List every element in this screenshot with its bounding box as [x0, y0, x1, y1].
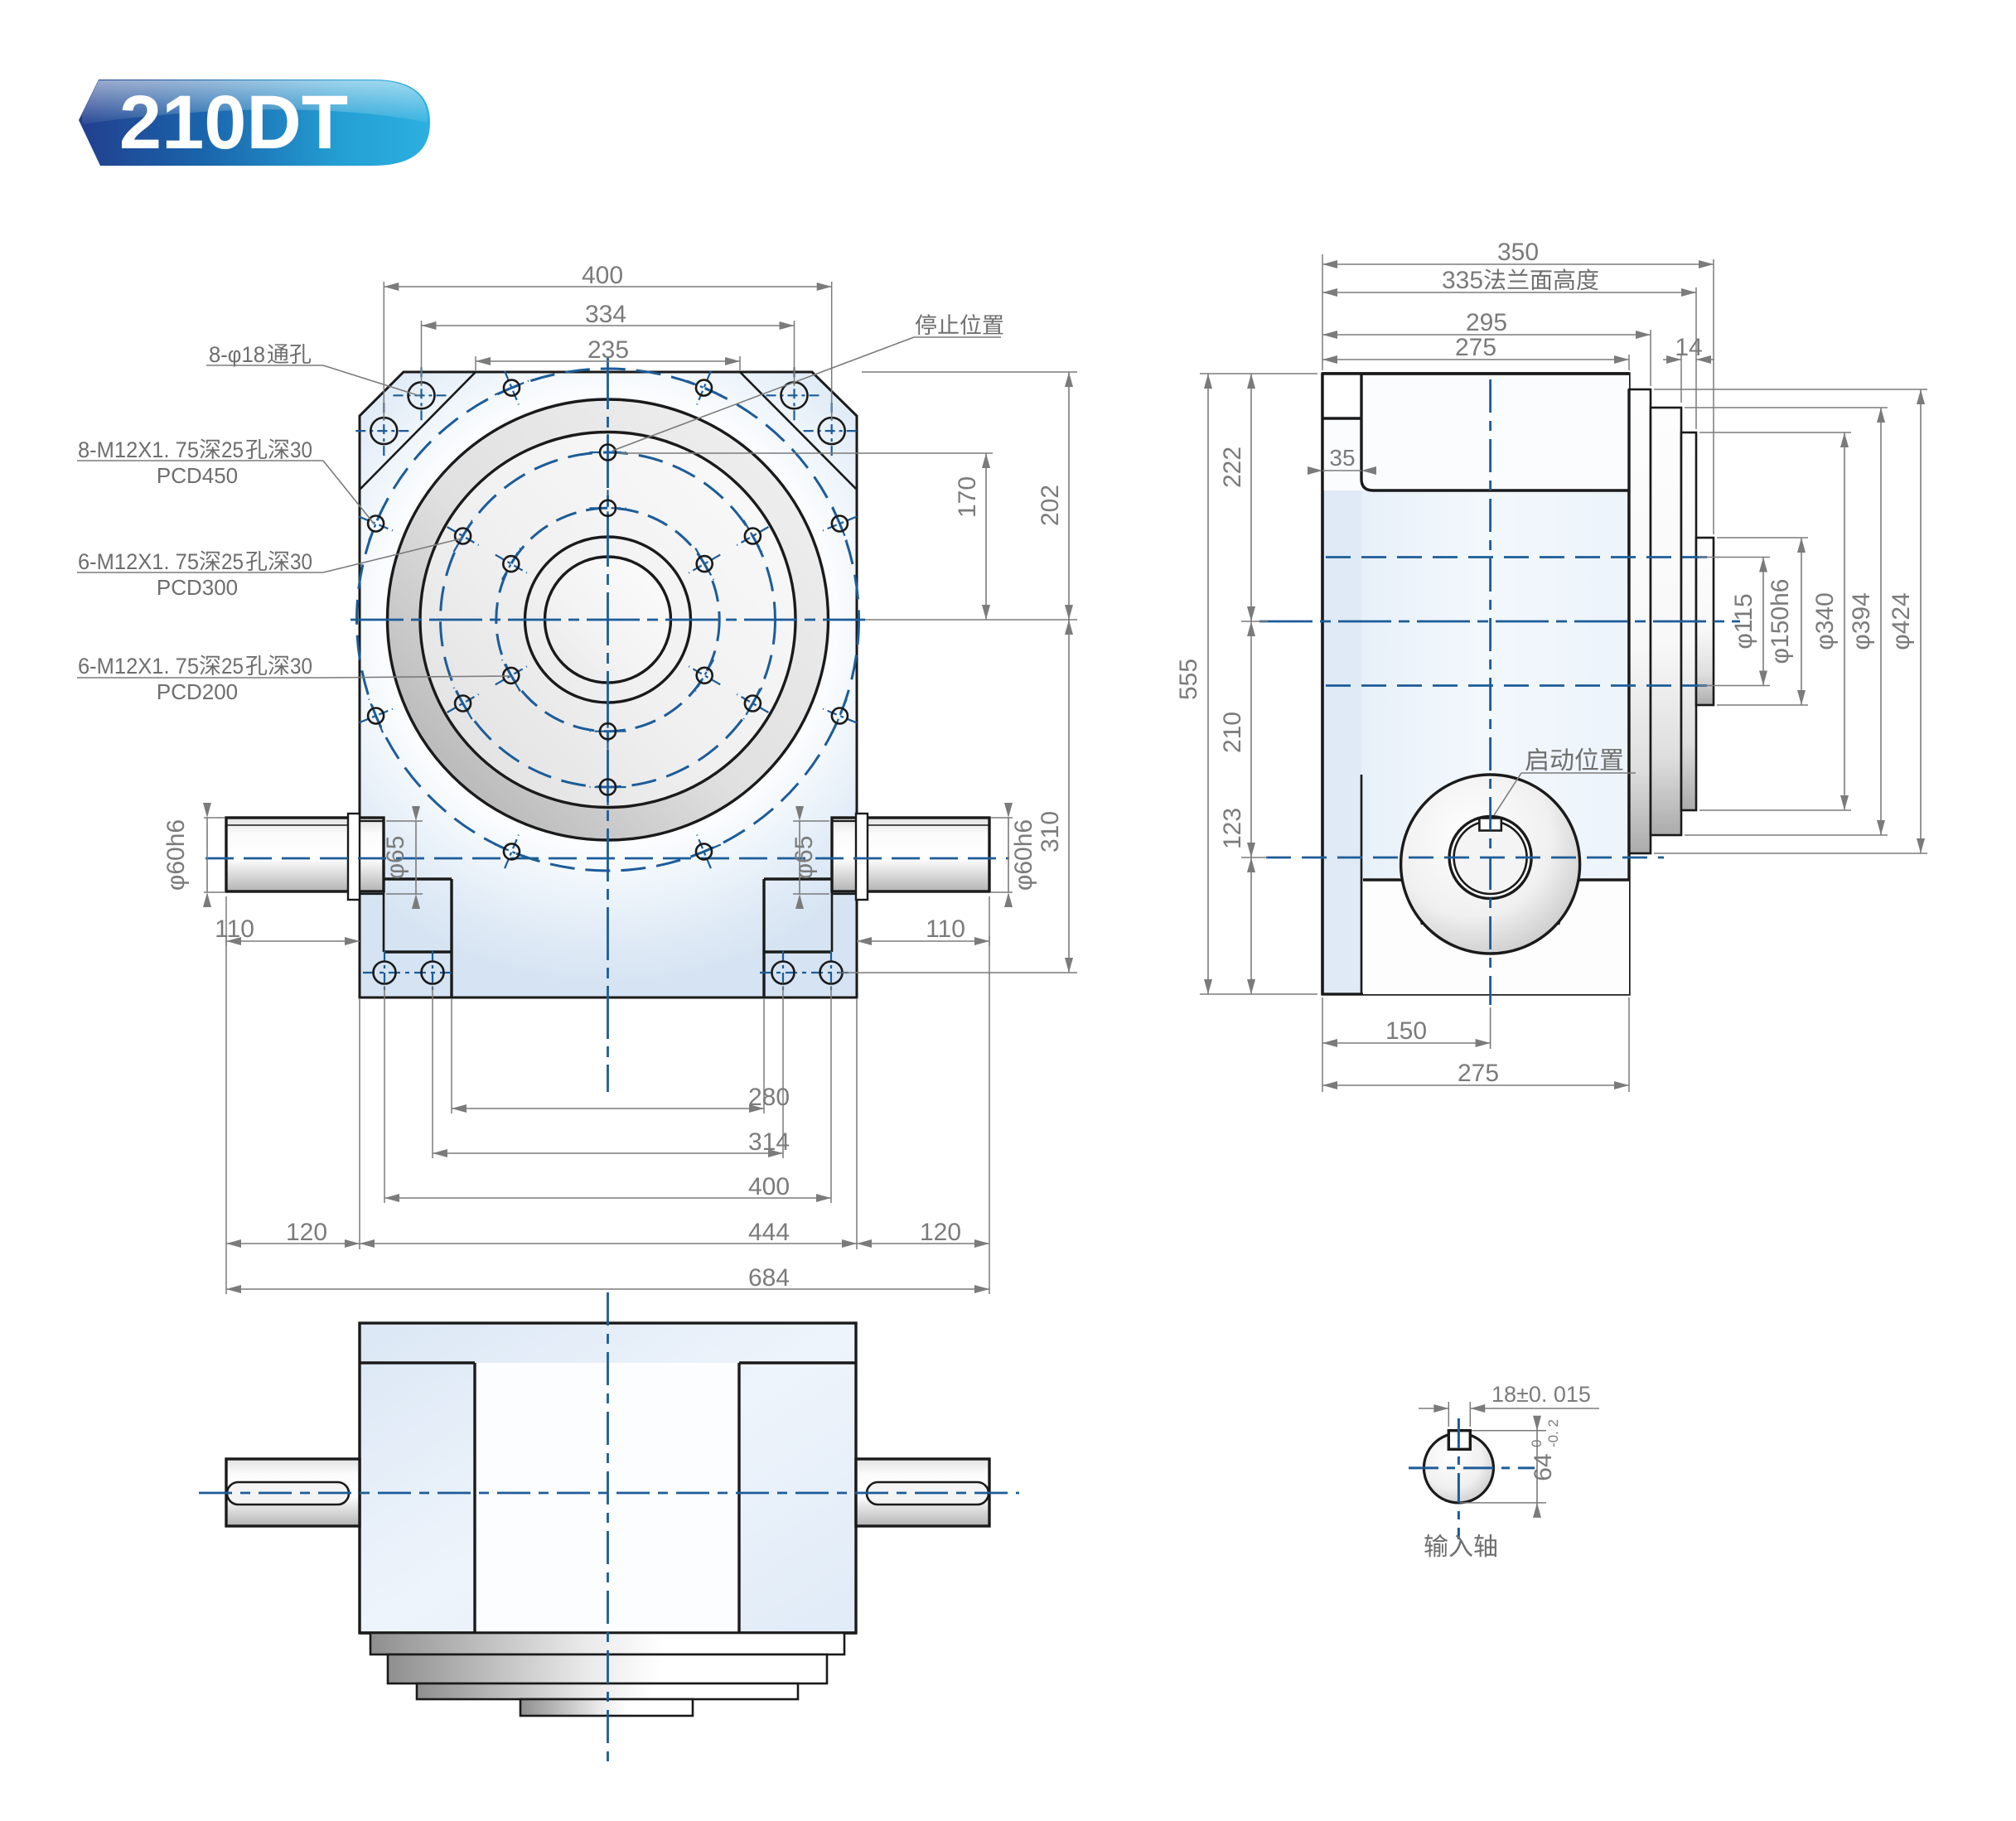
svg-text:φ150h6: φ150h6	[1767, 579, 1794, 664]
svg-text:30: 30	[290, 549, 312, 574]
svg-text:120: 120	[286, 1219, 327, 1246]
svg-text:400: 400	[582, 262, 623, 289]
svg-text:400: 400	[748, 1173, 790, 1200]
svg-text:314: 314	[748, 1128, 790, 1156]
svg-text:35: 35	[1329, 445, 1355, 471]
svg-text:120: 120	[920, 1219, 961, 1246]
svg-text:123: 123	[1219, 808, 1246, 849]
svg-text:φ115: φ115	[1730, 593, 1757, 649]
svg-text:PCD200: PCD200	[157, 679, 238, 704]
svg-text:235: 235	[587, 336, 629, 364]
svg-text:30: 30	[290, 437, 312, 462]
svg-text:6-M12X1. 75: 6-M12X1. 75	[78, 549, 199, 574]
svg-text:555: 555	[1175, 659, 1202, 700]
svg-text:444: 444	[748, 1219, 790, 1246]
svg-text:275: 275	[1455, 334, 1496, 361]
svg-text:0: 0	[1529, 1440, 1545, 1447]
svg-text:φ65: φ65	[790, 836, 818, 880]
svg-text:110: 110	[215, 915, 254, 943]
svg-text:φ60h6: φ60h6	[162, 819, 190, 891]
svg-text:222: 222	[1219, 447, 1246, 488]
svg-text:334: 334	[585, 301, 626, 328]
svg-text:φ394: φ394	[1848, 592, 1875, 650]
svg-text:30: 30	[290, 654, 312, 679]
svg-text:8-φ18: 8-φ18	[209, 342, 265, 367]
svg-text:210DT: 210DT	[119, 80, 348, 165]
svg-text:335: 335	[1442, 267, 1483, 294]
svg-text:202: 202	[1037, 485, 1064, 526]
svg-text:25: 25	[221, 654, 244, 679]
svg-text:25: 25	[221, 549, 244, 574]
svg-text:210: 210	[1219, 712, 1246, 753]
svg-text:PCD450: PCD450	[157, 463, 238, 488]
svg-text:275: 275	[1458, 1060, 1499, 1087]
svg-text:6-M12X1. 75: 6-M12X1. 75	[78, 654, 199, 679]
svg-text:φ65: φ65	[382, 836, 409, 880]
svg-text:110: 110	[926, 915, 965, 943]
svg-text:350: 350	[1497, 239, 1539, 266]
svg-text:φ340: φ340	[1811, 592, 1839, 650]
svg-text:-0. 2: -0. 2	[1545, 1419, 1561, 1447]
svg-text:310: 310	[1037, 811, 1064, 853]
svg-text:25: 25	[221, 437, 244, 462]
svg-text:8-M12X1. 75: 8-M12X1. 75	[78, 437, 199, 462]
svg-text:φ424: φ424	[1888, 592, 1915, 650]
svg-text:PCD300: PCD300	[157, 575, 238, 600]
svg-text:684: 684	[748, 1264, 790, 1292]
svg-text:295: 295	[1466, 309, 1507, 336]
svg-text:φ60h6: φ60h6	[1010, 819, 1037, 891]
svg-text:150: 150	[1385, 1017, 1427, 1045]
svg-text:18±0. 015: 18±0. 015	[1491, 1382, 1591, 1407]
svg-text:14: 14	[1675, 334, 1702, 361]
svg-text:170: 170	[954, 476, 981, 518]
svg-text:64: 64	[1530, 1453, 1557, 1480]
